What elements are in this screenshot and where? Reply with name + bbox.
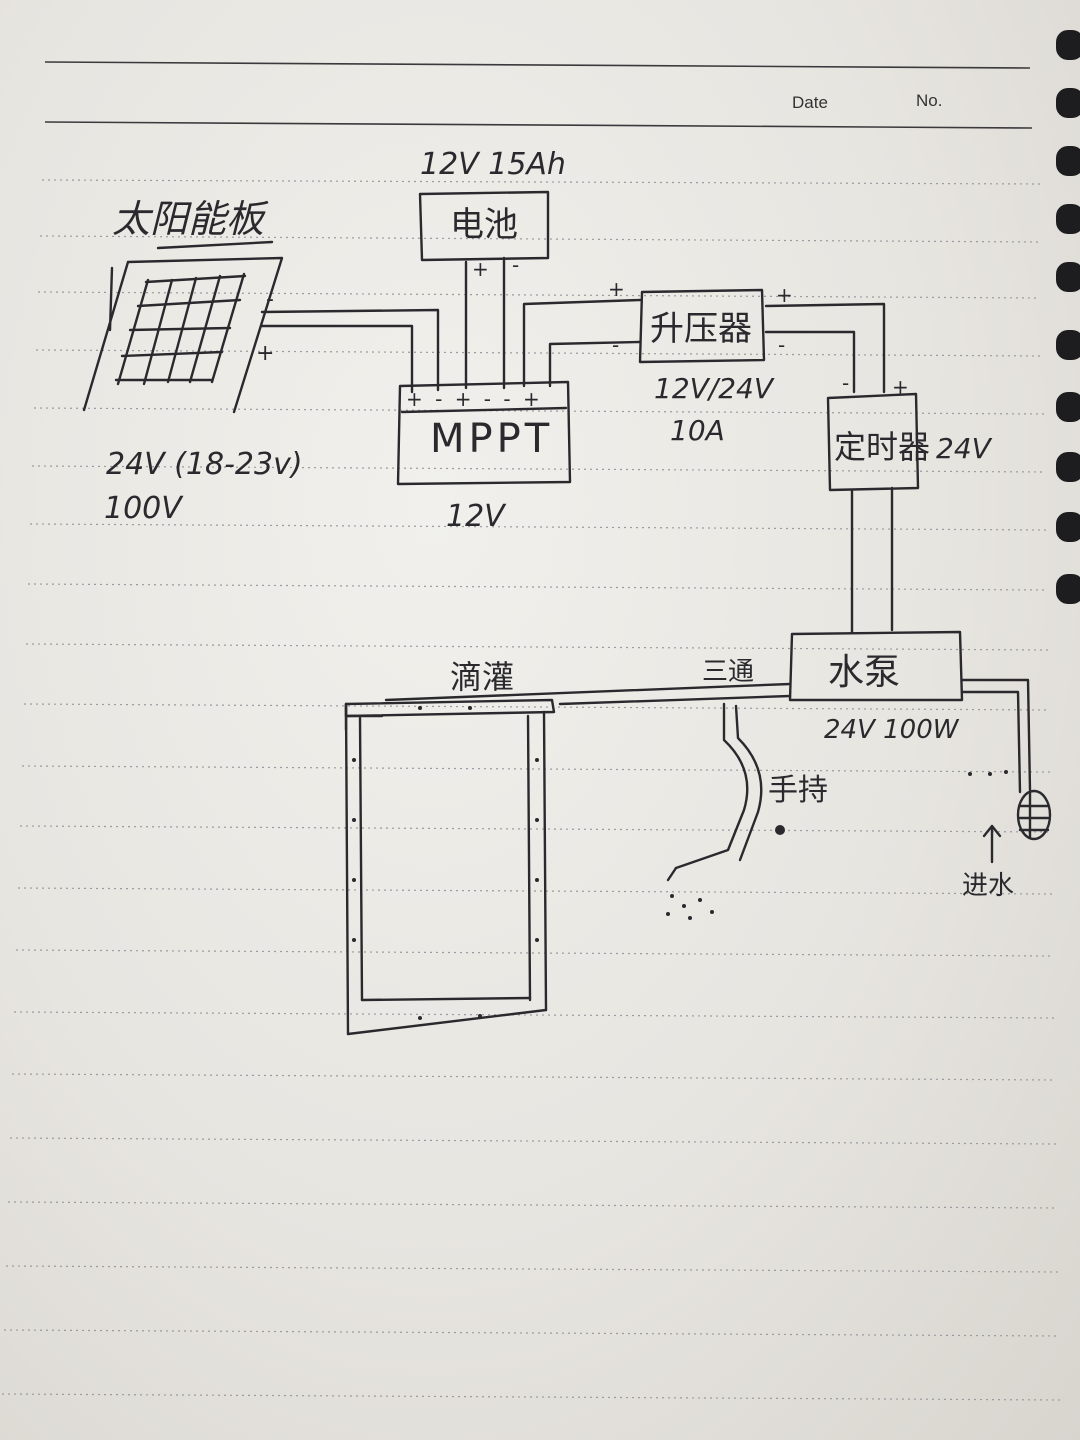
no-label: No. xyxy=(916,91,942,110)
solar-plus-terminal: + xyxy=(256,341,274,366)
battery-label: 电池 xyxy=(450,205,518,245)
timer-box xyxy=(826,392,920,492)
solar-minus-terminal: - xyxy=(266,287,274,312)
wire-timer-pump xyxy=(850,486,894,634)
battery-plus: + xyxy=(472,257,489,281)
inlet-arrow xyxy=(982,824,1002,864)
timer-plus: + xyxy=(892,375,909,399)
nozzle xyxy=(666,866,678,882)
mppt-label: MPPT xyxy=(430,416,553,462)
tee-label: 三通 xyxy=(702,657,754,687)
wire-solar-plus xyxy=(260,324,414,394)
booster-in-plus: + xyxy=(608,277,625,301)
wire-booster-timer-minus xyxy=(764,330,856,394)
battery-box xyxy=(418,190,550,390)
header-rules xyxy=(44,61,1033,129)
solar-power-spec: 100V xyxy=(104,491,184,526)
pump-label: 水泵 xyxy=(828,652,900,693)
binder-holes xyxy=(1056,30,1080,604)
drip-loop xyxy=(344,698,556,1036)
battery-minus: - xyxy=(512,253,519,277)
ruled-lines xyxy=(1,179,1061,1401)
booster-label: 升压器 xyxy=(650,309,752,349)
ink-layer xyxy=(82,190,1052,1036)
mppt-box xyxy=(396,380,572,486)
booster-box xyxy=(638,288,766,364)
date-label: Date xyxy=(792,93,828,112)
inlet-label: 进水 xyxy=(962,871,1014,901)
battery-spec: 12V 15Ah xyxy=(420,147,566,182)
pump-box xyxy=(788,630,964,702)
solar-panel xyxy=(82,240,284,414)
booster-voltage: 12V/24V xyxy=(654,372,775,405)
handheld-label: 手持 xyxy=(768,773,828,808)
outlet-pipe xyxy=(384,682,792,706)
drip-emitters xyxy=(352,706,1008,1020)
inlet-filter xyxy=(1016,789,1052,841)
timer-label: 定时器 xyxy=(834,428,930,466)
handheld-hose xyxy=(674,702,763,870)
timer-spec: 24V xyxy=(936,432,993,465)
solar-voltage-spec: 24V (18-23v) xyxy=(106,447,303,482)
booster-out-minus: - xyxy=(778,333,785,357)
solar-panel-label: 太阳能板 xyxy=(112,197,269,241)
booster-out-plus: + xyxy=(776,283,793,307)
timer-minus: - xyxy=(842,371,849,395)
booster-current: 10A xyxy=(670,414,725,447)
wire-booster-timer-plus xyxy=(764,302,886,394)
drip-label: 滴灌 xyxy=(450,658,514,696)
inlet-pipe xyxy=(960,678,1032,794)
pump-spec: 24V 100W xyxy=(824,715,960,745)
mppt-terminals: + - + - - + xyxy=(406,387,543,411)
booster-in-minus: - xyxy=(612,333,619,357)
wire-mppt-booster-plus xyxy=(522,298,642,388)
mppt-spec: 12V xyxy=(446,499,507,534)
wire-mppt-booster-minus xyxy=(548,340,642,388)
wire-solar-minus xyxy=(260,308,440,392)
